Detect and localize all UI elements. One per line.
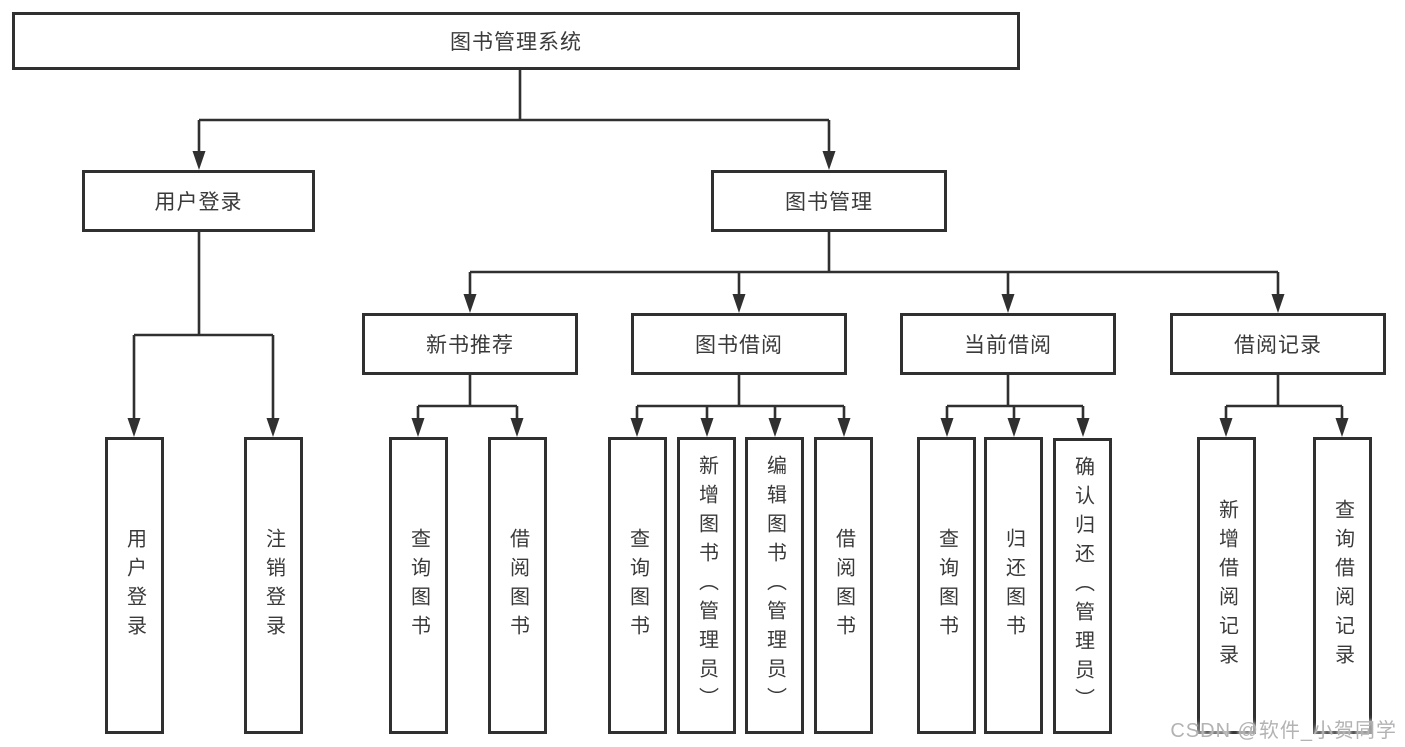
leaf-return-book: 归还图书	[984, 437, 1043, 734]
node-label: 新书推荐	[426, 334, 514, 357]
connector-new-book-to-leaves	[416, 375, 519, 420]
node-label: 借阅图书	[832, 527, 855, 644]
node-label: 借阅记录	[1234, 334, 1322, 357]
connector-current-to-leaves	[945, 375, 1085, 420]
connector-borrow-to-leaves	[635, 375, 846, 420]
node-library-system-root: 图书管理系统	[12, 12, 1020, 70]
node-label: 新增图书（管理员）	[695, 455, 718, 716]
connector-record-to-leaves	[1224, 375, 1344, 420]
node-label: 图书管理	[785, 191, 873, 214]
node-label: 新增借阅记录	[1215, 498, 1238, 673]
node-label: 借阅图书	[506, 527, 529, 644]
node-label: 图书管理系统	[450, 31, 582, 54]
node-label: 用户登录	[154, 191, 243, 214]
leaf-logout: 注销登录	[244, 437, 303, 734]
leaf-add-book-admin: 新增图书（管理员）	[677, 437, 736, 734]
node-label: 确认归还（管理员）	[1071, 455, 1094, 717]
leaf-borrow-book-2: 借阅图书	[814, 437, 873, 734]
leaf-user-login: 用户登录	[105, 437, 164, 734]
node-label: 归还图书	[1002, 527, 1025, 644]
node-label: 用户登录	[123, 527, 146, 644]
node-new-book-recommend: 新书推荐	[362, 313, 578, 375]
node-label: 查询图书	[407, 527, 430, 644]
connector-user-login-to-leaves	[132, 232, 275, 420]
leaf-confirm-return-admin: 确认归还（管理员）	[1053, 438, 1112, 734]
node-label: 图书借阅	[695, 334, 783, 357]
node-label: 查询图书	[935, 527, 958, 644]
leaf-add-borrow-record: 新增借阅记录	[1197, 437, 1256, 734]
leaf-query-book-2: 查询图书	[608, 437, 667, 734]
connector-book-mgmt-to-level3	[468, 232, 1280, 296]
leaf-query-book-3: 查询图书	[917, 437, 976, 734]
node-book-borrow: 图书借阅	[631, 313, 847, 375]
node-current-borrow: 当前借阅	[900, 313, 1116, 375]
connector-root-to-level2	[197, 69, 831, 153]
leaf-edit-book-admin: 编辑图书（管理员）	[745, 437, 804, 734]
node-label: 编辑图书（管理员）	[763, 455, 786, 716]
leaf-borrow-book-1: 借阅图书	[488, 437, 547, 734]
node-label: 查询借阅记录	[1331, 498, 1354, 673]
leaf-query-borrow-record: 查询借阅记录	[1313, 437, 1372, 734]
node-label: 当前借阅	[964, 334, 1052, 357]
leaf-query-book-1: 查询图书	[389, 437, 448, 734]
node-label: 查询图书	[626, 527, 649, 644]
csdn-watermark: CSDN @软件_小贺同学	[1170, 720, 1397, 742]
node-borrow-record: 借阅记录	[1170, 313, 1386, 375]
node-user-login: 用户登录	[82, 170, 315, 232]
node-book-management: 图书管理	[711, 170, 947, 232]
node-label: 注销登录	[262, 527, 285, 644]
